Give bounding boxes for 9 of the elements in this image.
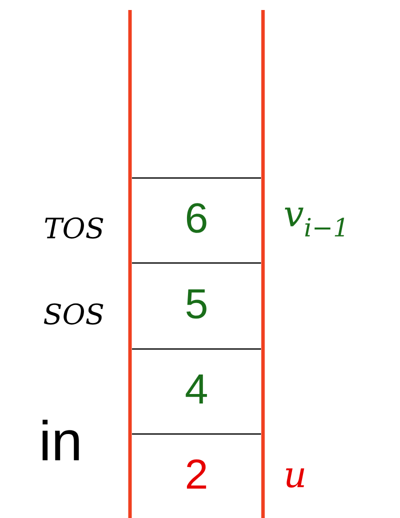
text-fragment: in xyxy=(42,420,79,460)
value-label: u xyxy=(286,468,304,488)
pointer-label: TOS xyxy=(45,217,104,239)
stack-cell: 6 xyxy=(186,203,206,233)
pointer-label: SOS xyxy=(44,303,104,325)
stack-cell: 5 xyxy=(186,289,206,319)
stack-cell: 2 xyxy=(186,459,206,489)
value-label: v$_{i−1}$ xyxy=(284,208,344,236)
stack-cell: 4 xyxy=(186,374,207,404)
